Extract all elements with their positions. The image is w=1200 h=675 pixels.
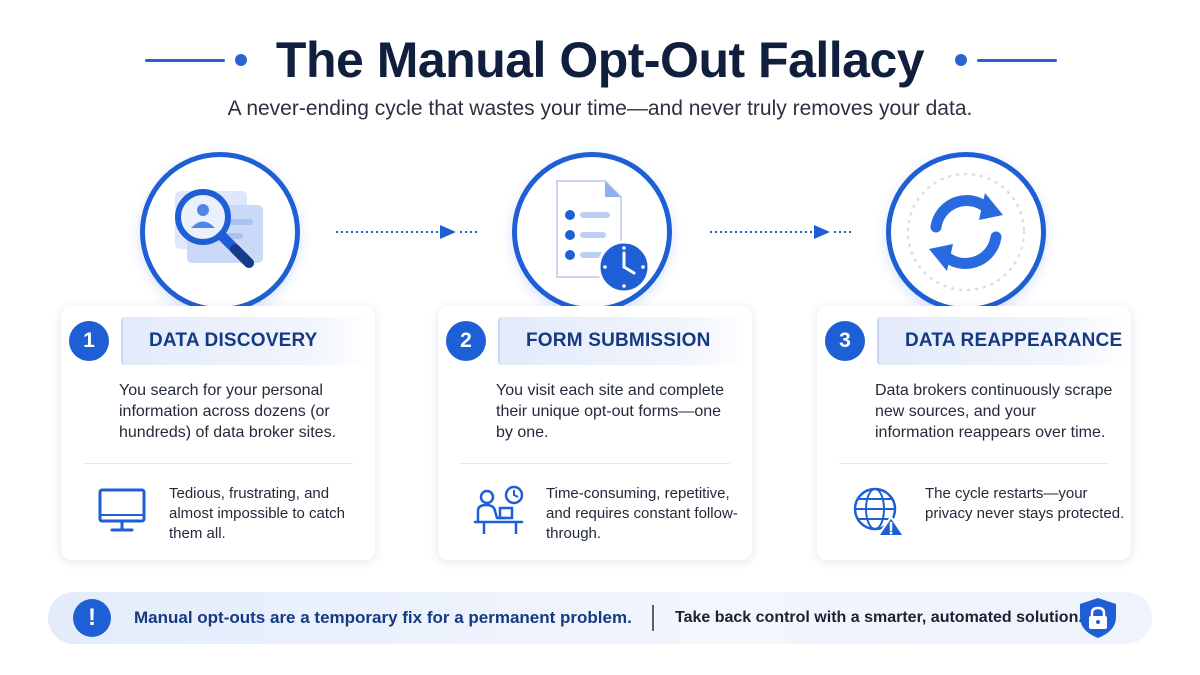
step-3-sub-text: The cycle restarts—your privacy never st… (925, 485, 1125, 522)
step-1-circle (140, 152, 300, 312)
monitor-icon (98, 488, 146, 532)
title-decor-line-left (145, 59, 225, 62)
page-subtitle: A never-ending cycle that wastes your ti… (227, 97, 973, 120)
flow-arrow-1 (336, 225, 480, 239)
person-at-desk-clock-icon (473, 485, 524, 534)
refresh-cycle-icon (906, 172, 1026, 292)
step-2-circle (512, 152, 672, 312)
shield-lock-icon (1080, 598, 1116, 638)
step-2-card: 2 FORM SUBMISSION You visit each site an… (438, 306, 752, 560)
title-row: The Manual Opt-Out Fallacy (0, 30, 1200, 90)
banner-separator (652, 605, 654, 631)
step-3-header: DATA REAPPEARANCE (877, 317, 1127, 365)
page-title: The Manual Opt-Out Fallacy (275, 32, 925, 88)
exclamation-icon: ! (73, 599, 111, 637)
step-1-header: DATA DISCOVERY (121, 317, 371, 365)
bottom-banner: ! Manual opt-outs are a temporary fix fo… (48, 592, 1152, 644)
step-2-divider (460, 463, 730, 464)
step-3-card: 3 DATA REAPPEARANCE Data brokers continu… (817, 306, 1131, 560)
step-3-description: Data brokers continuously scrape new sou… (875, 382, 1113, 441)
flow-arrow-2 (710, 225, 854, 239)
step-2-description: You visit each site and complete their u… (496, 382, 724, 441)
document-clock-icon (556, 180, 651, 294)
step-3-divider (839, 463, 1109, 464)
step-1-number-badge: 1 (69, 321, 109, 361)
step-2-number-badge: 2 (446, 321, 486, 361)
banner-right-text: Take back control with a smarter, automa… (675, 609, 1083, 626)
step-2-sub-text: Time-consuming, repetitive, and requires… (546, 485, 738, 542)
title-decor-line-right (977, 59, 1057, 62)
step-1-header-text: DATA DISCOVERY (149, 330, 318, 351)
globe-warning-icon (853, 487, 905, 537)
step-3-circle (886, 152, 1046, 312)
step-2-header-text: FORM SUBMISSION (526, 330, 711, 351)
step-1-description: You search for your personal information… (119, 382, 337, 441)
title-decor-dot-left (235, 54, 247, 66)
magnifier-profile-icon (175, 189, 263, 268)
step-3-number-badge: 3 (825, 321, 865, 361)
step-2-header: FORM SUBMISSION (498, 317, 748, 365)
banner-left-text: Manual opt-outs are a temporary fix for … (134, 608, 632, 627)
step-1-sub-text: Tedious, frustrating, and almost impossi… (169, 485, 345, 542)
step-3-header-text: DATA REAPPEARANCE (905, 330, 1123, 351)
step-1-divider (83, 463, 353, 464)
step-1-card: 1 DATA DISCOVERY You search for your per… (61, 306, 375, 560)
title-decor-dot-right (955, 54, 967, 66)
